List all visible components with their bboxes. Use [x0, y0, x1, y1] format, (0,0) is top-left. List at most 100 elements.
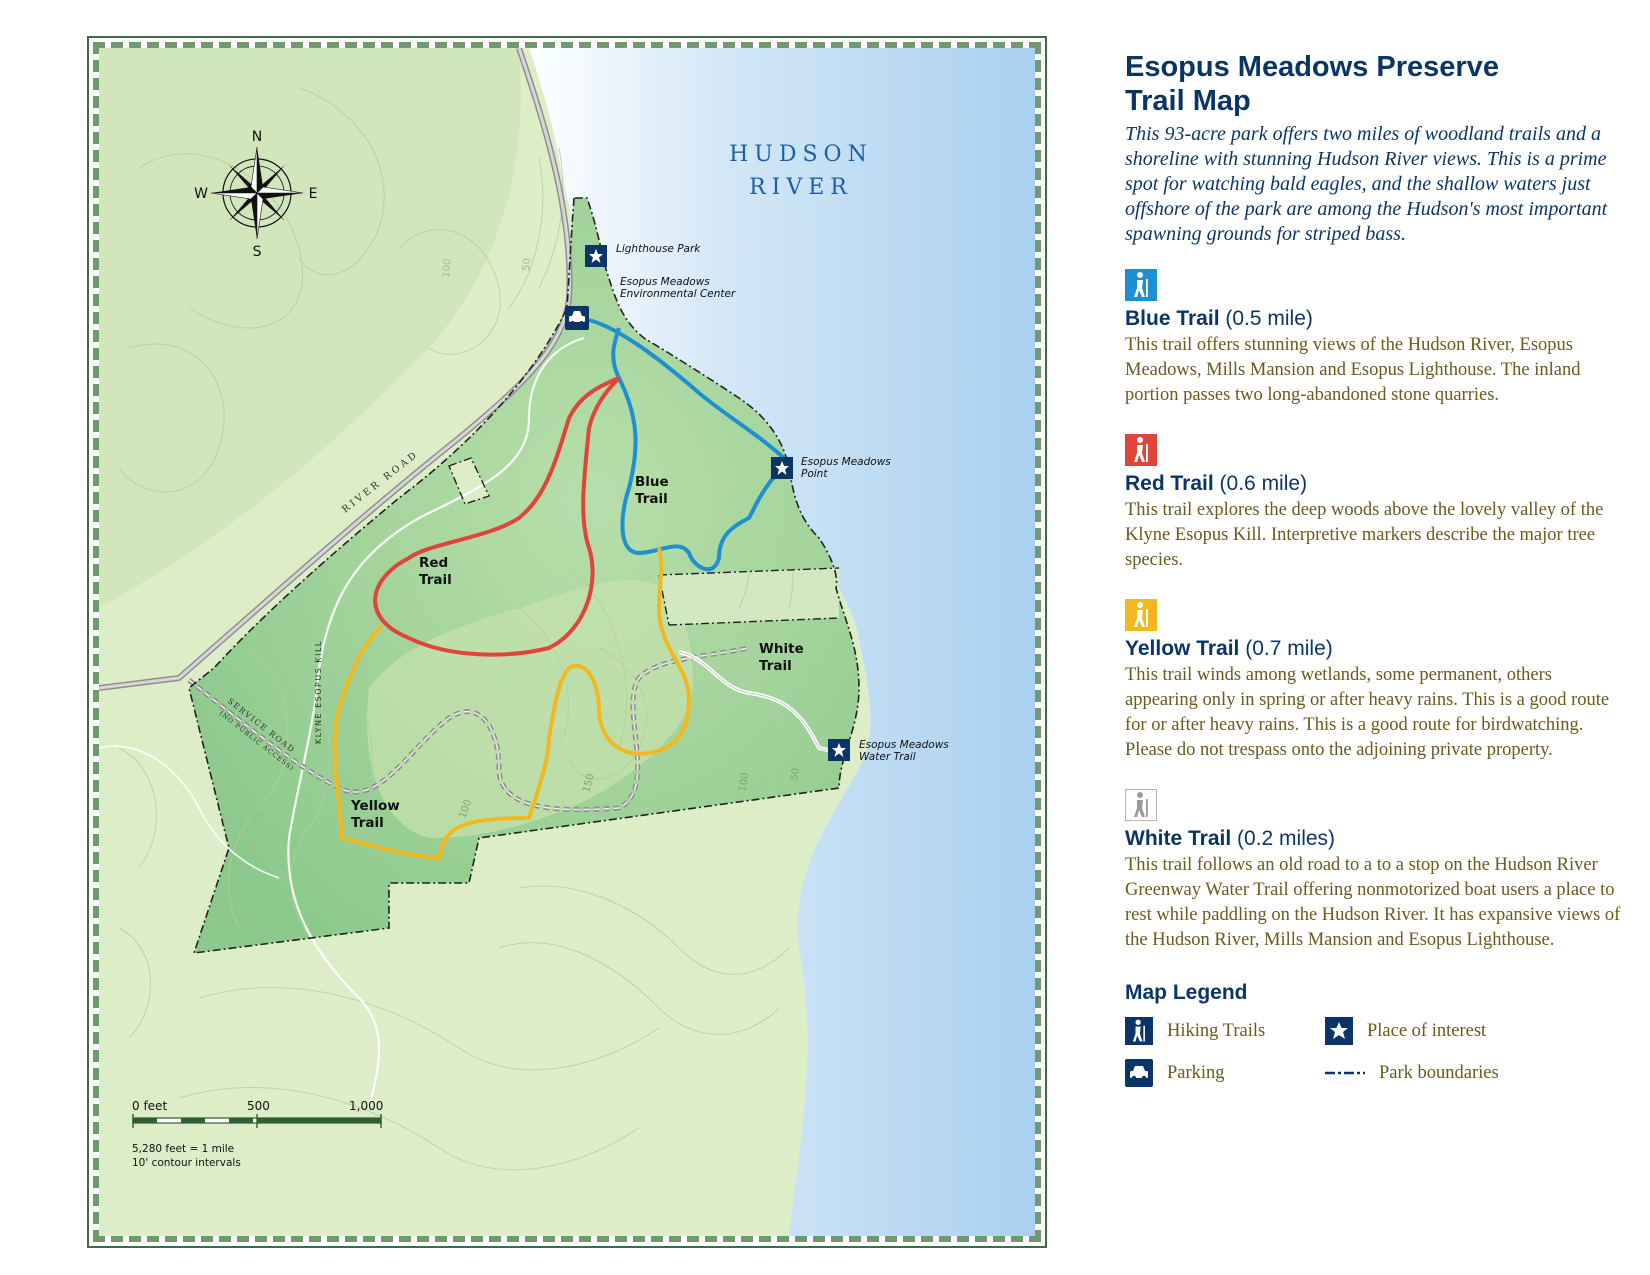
blue-trail-line [588, 318, 793, 572]
lighthouse-park-marker[interactable] [585, 245, 607, 267]
trail-heading-white: White Trail (0.2 miles) [1125, 827, 1625, 851]
hudson-label: HUDSON [729, 142, 873, 167]
hiker-icon [1125, 434, 1157, 466]
legend-title: Map Legend [1125, 981, 1248, 1004]
compass-e-label: E [309, 186, 318, 202]
water-trail-marker[interactable] [828, 739, 850, 761]
trail-heading-red: Red Trail (0.6 mile) [1125, 472, 1625, 496]
lighthouse-park-label: Lighthouse Park [616, 243, 701, 255]
trail-heading-yellow: Yellow Trail (0.7 mile) [1125, 637, 1625, 661]
yellow-trail-map-label-1: Yellow [350, 798, 400, 814]
legend-boundary-label: Park boundaries [1379, 1062, 1499, 1083]
park-interior-light [367, 579, 693, 838]
compass-n-label: N [252, 129, 262, 145]
blue-trail-map-label-1: Blue [635, 474, 669, 490]
trail-section-white: White Trail (0.2 miles) This trail follo… [1125, 789, 1625, 953]
trail-heading-blue: Blue Trail (0.5 mile) [1125, 307, 1625, 331]
esopus-point-label-1: Esopus Meadows [801, 456, 891, 468]
trail-name: Yellow Trail [1125, 637, 1240, 660]
contour-label: 100 [737, 772, 751, 793]
page-title: Esopus Meadows Preserve Trail Map [1125, 50, 1625, 118]
parcel-boundary [448, 457, 840, 626]
trail-length: (0.5 mile) [1225, 307, 1313, 330]
trail-description: This trail offers stunning views of the … [1125, 335, 1581, 405]
compass-w-label: W [194, 186, 208, 202]
info-panel: Esopus Meadows Preserve Trail Map This 9… [1125, 50, 1625, 1087]
legend-boundary: Park boundaries [1325, 1059, 1545, 1087]
trail-description: This trail winds among wetlands, some pe… [1125, 665, 1610, 760]
trail-description: This trail follows an old road to a to a… [1125, 855, 1621, 950]
title-line-1: Esopus Meadows Preserve [1125, 51, 1499, 83]
star-icon [832, 743, 846, 757]
klyne-esopus-kill-label: KLYNE ESOPUS KILL [314, 640, 323, 744]
red-trail-map-label-1: Red [419, 555, 448, 571]
trail-section-red: Red Trail (0.6 mile) This trail explores… [1125, 434, 1625, 573]
contour-label: 100 [249, 839, 262, 859]
blue-trail-map-label-2: Trail [635, 491, 668, 507]
red-trail-line [373, 376, 621, 657]
star-icon [589, 249, 603, 263]
hiker-icon [1125, 269, 1157, 301]
trail-length: (0.2 miles) [1237, 827, 1336, 850]
legend-hiking-label: Hiking Trails [1167, 1020, 1266, 1041]
scale-note-1: 5,280 feet = 1 mile [132, 1143, 234, 1155]
scale-bar: 0 feet 500 1,000 5,280 feet = 1 mile 10'… [132, 1099, 383, 1169]
yellow-trail-map-label-2: Trail [351, 815, 384, 831]
title-line-2: Trail Map [1125, 85, 1251, 117]
park-boundary [188, 197, 860, 954]
contour-label: 50 [521, 258, 533, 272]
car-icon [1125, 1059, 1153, 1087]
contour-lines [118, 87, 794, 1171]
trail-length: (0.7 mile) [1245, 637, 1333, 660]
esopus-point-label-2: Point [801, 468, 828, 480]
trail-name: White Trail [1125, 827, 1232, 850]
scale-tick-1000: 1,000 [349, 1099, 383, 1113]
water-trail-label-2: Water Trail [859, 751, 916, 763]
hiker-icon [1125, 1017, 1153, 1045]
map-legend: Hiking Trails Place of interest Parking [1125, 1017, 1625, 1087]
scale-tick-0: 0 feet [132, 1099, 167, 1113]
contour-label: 150 [581, 772, 597, 793]
star-icon [1325, 1017, 1353, 1045]
star-icon [775, 461, 789, 475]
excluded-parcel-1 [659, 568, 839, 625]
trail-name: Blue Trail [1125, 307, 1220, 330]
legend-place: Place of interest [1325, 1017, 1545, 1045]
legend-parking-label: Parking [1167, 1062, 1225, 1083]
map-frame-inner: N S E W HUDSON RIVER Lighthouse Park Eso… [93, 42, 1041, 1242]
scale-tick-500: 500 [247, 1099, 270, 1113]
white-trail-map-label-1: White [759, 641, 804, 657]
yellow-trail-line [332, 547, 692, 861]
boundary-line-icon [1325, 1071, 1365, 1075]
trail-section-blue: Blue Trail (0.5 mile) This trail offers … [1125, 269, 1625, 408]
contour-label: 100 [441, 258, 454, 278]
hiker-icon [1125, 789, 1157, 821]
contour-label: 50 [789, 767, 802, 781]
compass-s-label: S [253, 244, 262, 260]
legend-parking: Parking [1125, 1059, 1325, 1087]
hiker-icon [1125, 599, 1157, 631]
river-label: RIVER [749, 175, 853, 200]
tributary-stream [99, 745, 280, 879]
esopus-point-marker[interactable] [771, 457, 793, 479]
env-center-label-2: Environmental Center [620, 288, 736, 300]
white-trail-edge [678, 651, 845, 755]
parking-marker[interactable] [565, 306, 589, 330]
land-shade [99, 48, 521, 608]
legend-hiking: Hiking Trails [1125, 1017, 1325, 1045]
red-trail-map-label-2: Trail [419, 572, 452, 588]
map-frame: N S E W HUDSON RIVER Lighthouse Park Eso… [87, 36, 1047, 1248]
trail-section-yellow: Yellow Trail (0.7 mile) This trail winds… [1125, 599, 1625, 763]
water-trail-label-1: Esopus Meadows [859, 739, 949, 751]
car-icon [569, 311, 585, 325]
trail-length: (0.6 mile) [1219, 472, 1308, 495]
compass-rose: N S E W [194, 129, 317, 260]
trail-name: Red Trail [1125, 472, 1214, 495]
env-center-label-1: Esopus Meadows [620, 276, 710, 288]
trail-map: N S E W HUDSON RIVER Lighthouse Park Eso… [99, 48, 1035, 1236]
scale-note-2: 10' contour intervals [132, 1157, 241, 1169]
klyne-esopus-kill-stream [287, 336, 585, 1109]
legend-place-label: Place of interest [1367, 1020, 1487, 1041]
white-trail-map-label-2: Trail [759, 658, 792, 674]
excluded-parcel-2 [449, 458, 489, 504]
